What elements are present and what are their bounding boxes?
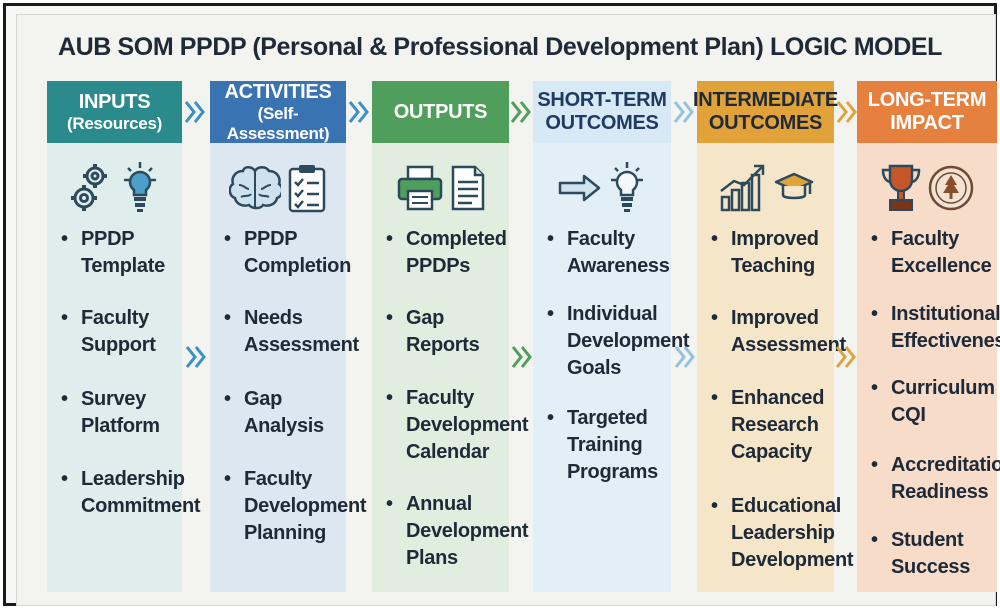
column-title: SHORT-TERM [537,89,667,111]
gears-icon [70,164,107,211]
list-item: •Completed PPDPs [386,228,507,277]
column-long-term-impact: LONG-TERM IMPACT •Faculty Excellence •In… [857,81,1000,592]
checklist-clipboard-icon [288,165,326,213]
list-item: •Leadership Commitment [61,468,201,517]
chevron-right-icon [834,97,860,127]
column-icons [372,155,509,221]
list-item: •Educational Leadership Development [711,495,854,571]
diagram-title: AUB SOM PPDP (Personal & Professional De… [57,33,943,61]
graduation-cap-icon [774,172,813,200]
list-item: •PPDP Completion [224,228,351,277]
growth-chart-icon [719,164,764,212]
column-long-term-header: LONG-TERM IMPACT [857,81,997,143]
list-item: •Survey Platform [61,388,160,437]
document-icon [451,165,484,211]
chevron-right-icon [509,342,535,372]
list-item: •Faculty Awareness [547,228,670,277]
column-short-term-body: •Faculty Awareness •Individual Developme… [533,143,690,592]
column-title: ACTIVITIES [224,80,332,103]
list-item: •Needs Assessment [224,307,359,356]
list-item: •Targeted Training Programs [547,407,658,483]
column-title: LONG-TERM [867,89,987,111]
chevron-right-icon [346,97,372,127]
brain-icon [229,166,281,210]
chevron-right-icon [671,97,697,127]
column-subtitle: (Self-Assessment) [226,103,330,143]
column-intermediate-body: •Improved Teaching •Improved Assessment … [697,143,854,592]
list-item: •Annual Development Plans [386,493,529,569]
column-icons [210,155,346,221]
list-item: •PPDP Template [61,228,165,277]
list-item: •Curriculum CQI [871,377,995,426]
column-intermediate-outcomes: INTERMEDIATE OUTCOMES •Improved Teaching… [693,81,854,592]
column-title: INTERMEDIATE [693,89,838,111]
lightbulb-icon [123,162,156,212]
chevron-right-icon [183,342,209,372]
column-activities: ACTIVITIES (Self-Assessment) •PPDP [210,81,367,592]
column-outputs-body: •Completed PPDPs •Gap Reports •Faculty D… [372,143,529,592]
university-seal-icon [928,165,974,211]
list-item: •Improved Teaching [711,228,819,277]
column-subtitle: OUTCOMES [708,112,823,134]
list-item: •Individual Development Goals [547,303,690,379]
list-item: •Faculty Development Planning [224,468,367,544]
list-item: •Gap Reports [386,307,480,356]
column-inputs-body: •PPDP Template •Faculty Support •Survey … [47,143,201,592]
arrow-right-icon [558,174,601,202]
list-item: •Institutional Effectiveness [871,303,1000,352]
column-icons [47,155,182,221]
column-subtitle: (Resources) [67,113,162,133]
list-item: •Accreditation Readiness [871,454,1000,503]
column-short-term-header: SHORT-TERM OUTCOMES [533,81,671,143]
column-title: INPUTS [78,90,151,113]
column-long-term-body: •Faculty Excellence •Institutional Effec… [857,143,1000,592]
column-title: OUTPUTS [393,100,488,123]
trophy-icon [881,164,921,211]
chevron-right-icon [833,342,859,372]
printer-icon [397,165,442,211]
column-activities-body: •PPDP Completion •Needs Assessment •Gap … [210,143,367,592]
column-icons [697,155,834,221]
chevron-right-icon [672,342,698,372]
list-item: •Student Success [871,529,971,578]
column-intermediate-header: INTERMEDIATE OUTCOMES [693,81,838,143]
chevron-right-icon [182,97,208,127]
column-activities-header: ACTIVITIES (Self-Assessment) [210,81,346,143]
column-subtitle: OUTCOMES [545,112,659,134]
list-item: •Improved Assessment [711,307,846,356]
list-item: •Faculty Support [61,307,156,356]
list-item: •Faculty Excellence [871,228,992,277]
column-outputs: OUTPUTS •Completed PPDPs •Gap Reports •F… [372,81,529,592]
lightbulb-icon [611,162,643,212]
chevron-right-icon [508,97,534,127]
column-inputs-header: INPUTS (Resources) [47,81,182,143]
list-item: •Gap Analysis [224,388,324,437]
list-item: •Enhanced Research Capacity [711,387,825,463]
list-item: •Faculty Development Calendar [386,387,529,463]
column-icons [533,155,671,221]
column-icons [857,155,997,221]
column-short-term-outcomes: SHORT-TERM OUTCOMES •Faculty Awareness •… [533,81,690,592]
column-subtitle: IMPACT [890,112,964,134]
column-inputs: INPUTS (Resources) [47,81,201,592]
column-outputs-header: OUTPUTS [372,81,509,143]
